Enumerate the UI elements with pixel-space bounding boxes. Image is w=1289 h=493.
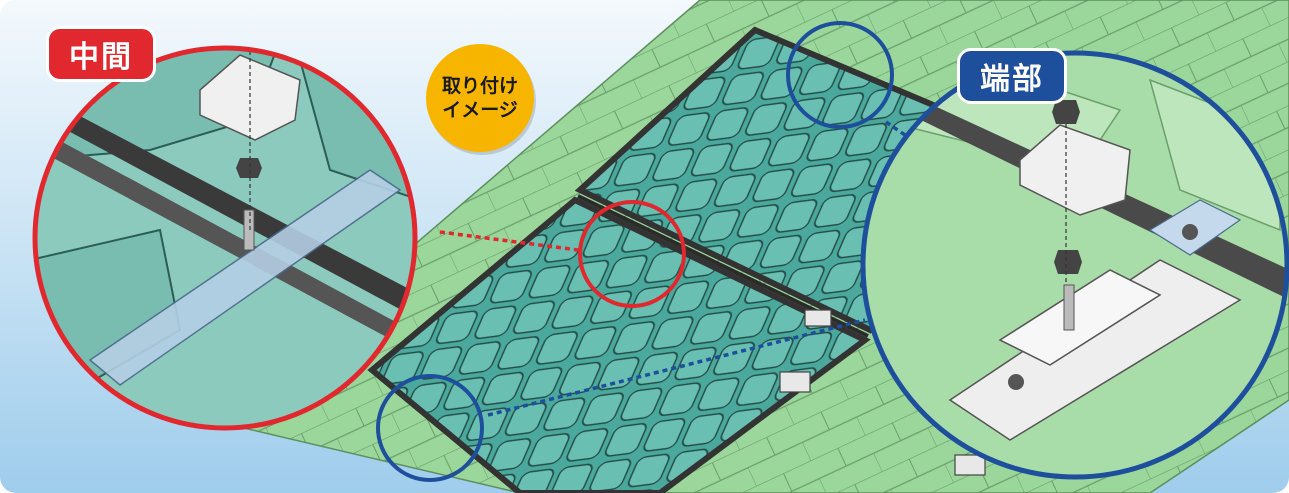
detail-middle [32, 45, 418, 431]
clamp-small [954, 454, 986, 476]
install-image-badge: 取り付け イメージ [426, 44, 534, 152]
callout-end-top-small [786, 21, 894, 129]
detail-middle-ring [32, 45, 418, 431]
label-middle: 中間 [46, 26, 156, 82]
label-end: 端部 [957, 48, 1067, 104]
solar-panel-lower [367, 196, 871, 493]
callout-middle-small [578, 200, 686, 308]
leader-end-bottom [487, 318, 866, 417]
callout-end-bottom-small [376, 374, 484, 482]
leader-end-top [885, 120, 906, 137]
install-badge-line1: 取り付け [441, 75, 518, 97]
clamp-small [779, 371, 811, 393]
clamp-small [804, 309, 832, 327]
detail-end [860, 50, 1289, 480]
detail-end-ring [860, 50, 1289, 480]
roof-clamps [779, 309, 986, 476]
install-badge-line2: イメージ [442, 99, 518, 121]
